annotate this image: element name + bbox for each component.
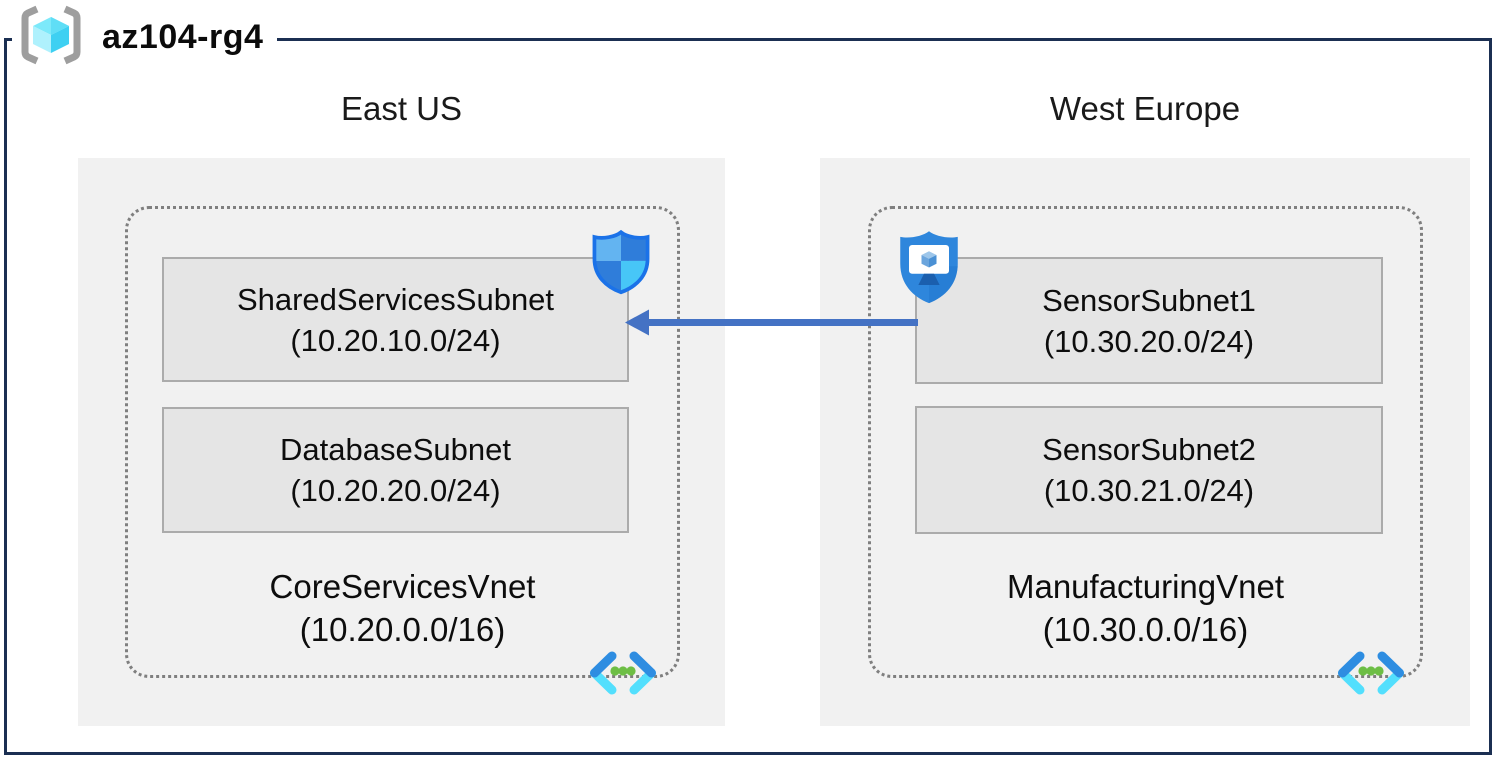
subnet-name: SharedServicesSubnet <box>236 281 555 317</box>
vnet-label-manufacturing: ManufacturingVnet (10.30.0.0/16) <box>868 565 1423 651</box>
subnet-sharedservices: SharedServicesSubnet (10.20.10.0/24) <box>162 257 629 382</box>
peering-arrow <box>622 305 920 345</box>
vnet-name: CoreServicesVnet <box>269 568 536 605</box>
region-label-west-europe: West Europe <box>1049 90 1241 127</box>
vnet-label-coreservices: CoreServicesVnet (10.20.0.0/16) <box>125 565 680 651</box>
resource-group-title: az104-rg4 <box>102 18 264 56</box>
subnet-name: DatabaseSubnet <box>280 432 511 467</box>
resource-group-legend: az104-rg4 <box>12 4 278 71</box>
vnet-container-manufacturing <box>868 206 1423 678</box>
virtual-network-icon <box>588 650 658 701</box>
vnet-name: ManufacturingVnet <box>1006 568 1284 605</box>
virtual-network-icon <box>1336 650 1406 701</box>
subnet-database: DatabaseSubnet (10.20.20.0/24) <box>162 407 629 533</box>
network-security-group-shield-icon <box>587 228 655 301</box>
resource-group-frame <box>4 38 1492 755</box>
subnet-cidr: (10.20.10.0/24) <box>290 322 501 358</box>
vnet-container-coreservices <box>125 206 680 678</box>
subnet-cidr: (10.30.20.0/24) <box>1043 323 1255 359</box>
vnet-cidr: (10.20.0.0/16) <box>299 611 506 648</box>
subnet-sensor2: SensorSubnet2 (10.30.21.0/24) <box>915 406 1383 534</box>
resource-group-icon <box>14 4 88 71</box>
region-label-east-us: East US <box>340 90 463 127</box>
subnet-sensor1: SensorSubnet1 (10.30.20.0/24) <box>915 257 1383 384</box>
vnet-cidr: (10.30.0.0/16) <box>1042 611 1249 648</box>
subnet-cidr: (10.20.20.0/24) <box>290 473 501 508</box>
application-security-group-shield-icon <box>894 228 964 317</box>
subnet-name: SensorSubnet2 <box>1042 432 1256 467</box>
subnet-cidr: (10.30.21.0/24) <box>1043 473 1255 508</box>
subnet-name: SensorSubnet1 <box>1042 282 1256 318</box>
